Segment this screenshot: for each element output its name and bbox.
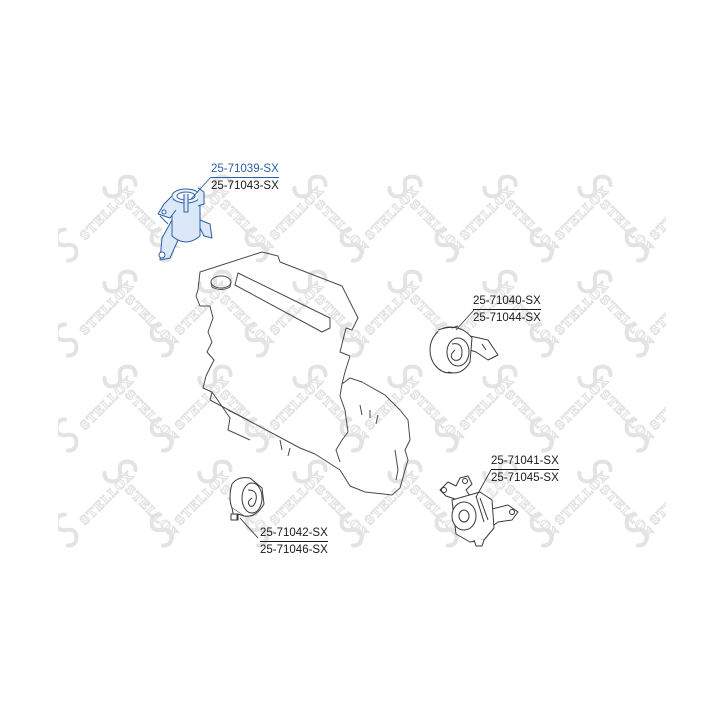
mount-top-left-drawing <box>157 187 213 261</box>
mount-bottom-drawing <box>229 477 265 521</box>
part-number-link[interactable]: 25-71040-SX <box>473 294 541 310</box>
mount-right-upper-part[interactable] <box>428 322 500 378</box>
label-mount-bottom: 25-71042-SX 25-71046-SX <box>260 526 328 557</box>
engine-block-outline <box>195 251 411 496</box>
label-mount-top-left: 25-71039-SX 25-71043-SX <box>211 162 279 193</box>
part-number-link[interactable]: 25-71043-SX <box>211 180 279 192</box>
mount-top-left-part[interactable] <box>155 185 215 265</box>
label-mount-right-upper: 25-71040-SX 25-71044-SX <box>473 294 541 325</box>
mount-right-upper-drawing <box>429 325 499 374</box>
label-mount-right-lower: 25-71041-SX 25-71045-SX <box>491 454 559 485</box>
part-number-link[interactable]: 25-71042-SX <box>260 526 328 542</box>
part-number-link[interactable]: 25-71046-SX <box>260 544 328 556</box>
mount-right-lower-drawing <box>439 475 519 547</box>
part-number-link[interactable]: 25-71039-SX <box>211 162 279 178</box>
part-number-link[interactable]: 25-71044-SX <box>473 312 541 324</box>
part-number-link[interactable]: 25-71045-SX <box>491 472 559 484</box>
mount-bottom-part[interactable] <box>226 474 268 524</box>
part-number-link[interactable]: 25-71041-SX <box>491 454 559 470</box>
leader-lines <box>190 176 492 539</box>
